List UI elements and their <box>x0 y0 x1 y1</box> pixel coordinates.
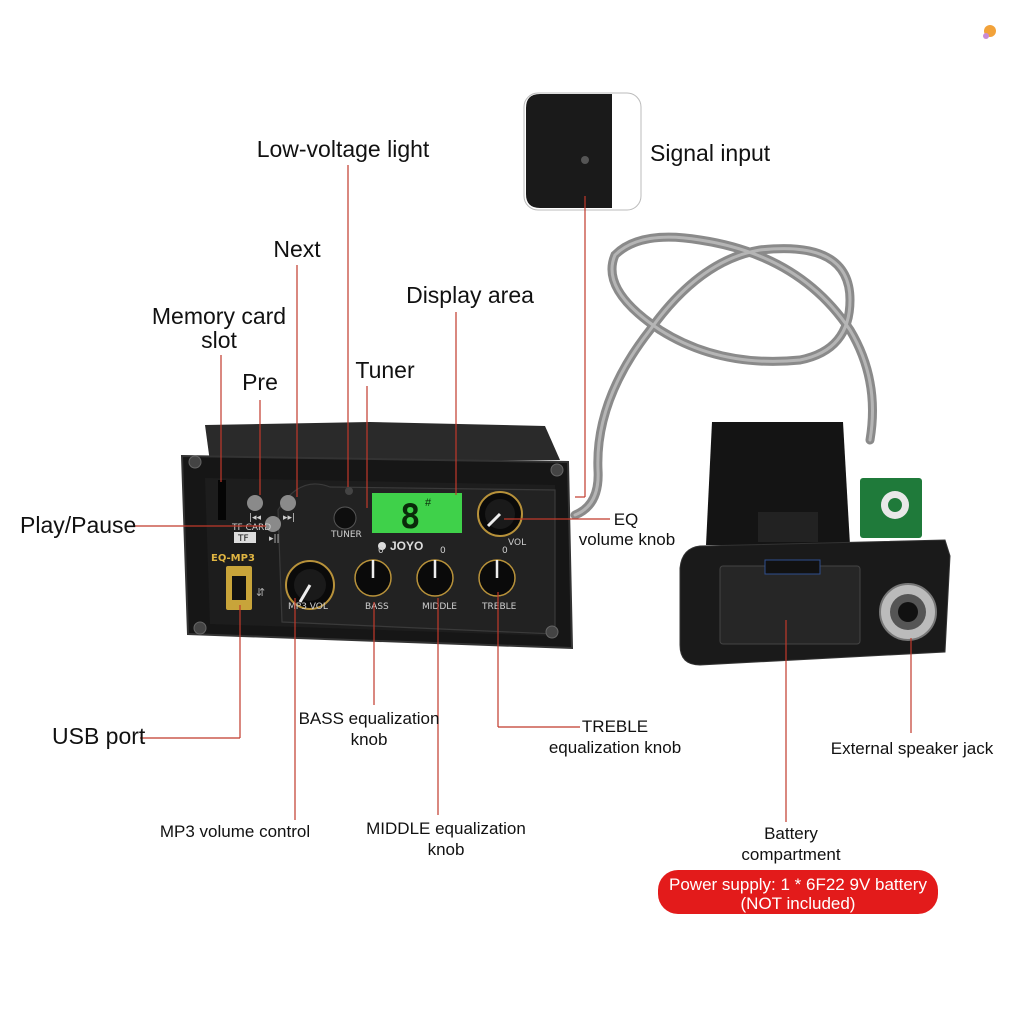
label-treble-2: equalization knob <box>549 738 681 757</box>
label-low-voltage-light: Low-voltage light <box>257 136 430 162</box>
svg-text:▸▸|: ▸▸| <box>283 513 295 523</box>
knobs: VOL MP3 VOL 0 BASS 0 MIDDLE 0 TREBLE <box>285 491 526 612</box>
tuner-print: TUNER <box>330 530 362 540</box>
middle-knob: 0 MIDDLE <box>416 546 457 612</box>
memory-card-slot <box>218 480 226 520</box>
svg-text:MP3 VOL: MP3 VOL <box>288 602 328 612</box>
svg-text:0: 0 <box>378 546 384 556</box>
lcd-digit: 8 <box>400 497 420 537</box>
label-eq-volume-2: volume knob <box>579 530 675 549</box>
svg-text:0: 0 <box>502 546 508 556</box>
power-supply-badge: Power supply: 1 * 6F22 9V battery (NOT i… <box>658 870 938 914</box>
label-next: Next <box>273 236 321 262</box>
svg-text:MIDDLE: MIDDLE <box>422 602 457 612</box>
label-play-pause: Play/Pause <box>20 512 136 538</box>
treble-knob: 0 TREBLE <box>478 546 517 612</box>
tf-card-print: TF CARD <box>231 523 271 533</box>
label-eq-volume-1: EQ <box>614 510 639 529</box>
bass-knob: 0 BASS <box>354 546 392 612</box>
power-supply-line2: (NOT included) <box>741 894 856 913</box>
model-print: EQ-MP3 <box>211 553 255 564</box>
brand-print: JOYO <box>390 539 423 553</box>
svg-text:TREBLE: TREBLE <box>481 602 517 612</box>
label-signal-input: Signal input <box>650 140 771 166</box>
label-display-area: Display area <box>406 282 534 308</box>
lcd-sharp: # <box>425 497 432 509</box>
label-middle-1: MIDDLE equalization <box>366 819 526 838</box>
cable <box>570 232 877 520</box>
label-memory-card-slot-2: slot <box>201 327 237 353</box>
label-middle-2: knob <box>428 840 465 859</box>
label-mp3-volume: MP3 volume control <box>160 822 310 841</box>
next-button <box>280 495 296 511</box>
brand-logo-icon <box>378 542 386 550</box>
label-battery-2: compartment <box>741 845 840 864</box>
label-battery-1: Battery <box>764 824 818 843</box>
tf-print: TF <box>237 534 249 544</box>
label-external-speaker-jack: External speaker jack <box>831 739 994 758</box>
mp3-volume-knob: MP3 VOL <box>285 560 335 612</box>
battery-box <box>679 422 951 666</box>
pre-button <box>247 495 263 511</box>
label-tuner: Tuner <box>355 357 415 383</box>
svg-text:VOL: VOL <box>508 538 526 548</box>
battery-compartment-door <box>719 565 861 645</box>
label-bass-1: BASS equalization <box>299 709 440 728</box>
label-bass-2: knob <box>351 730 388 749</box>
play-pause-button <box>265 516 281 532</box>
eq-volume-knob: VOL <box>477 491 526 548</box>
usb-icon: ⇵ <box>256 587 265 599</box>
low-voltage-led <box>345 487 353 495</box>
label-treble-1: TREBLE <box>582 717 648 736</box>
svg-text:BASS: BASS <box>365 602 389 612</box>
label-pre: Pre <box>242 369 278 395</box>
leader-lines <box>135 165 912 822</box>
svg-text:▸||: ▸|| <box>269 534 280 544</box>
power-supply-line1: Power supply: 1 * 6F22 9V battery <box>669 875 927 894</box>
tuner-button <box>333 506 357 530</box>
svg-text:0: 0 <box>440 546 446 556</box>
lcd-display <box>372 493 462 533</box>
label-memory-card-slot-1: Memory card <box>152 303 286 329</box>
svg-text:|◂◂: |◂◂ <box>249 513 262 523</box>
callout-labels: Low-voltage light Signal input Next Disp… <box>20 136 994 864</box>
signal-input-inset <box>523 92 642 211</box>
corner-logo-icon <box>983 25 996 39</box>
label-usb-port: USB port <box>52 723 146 749</box>
